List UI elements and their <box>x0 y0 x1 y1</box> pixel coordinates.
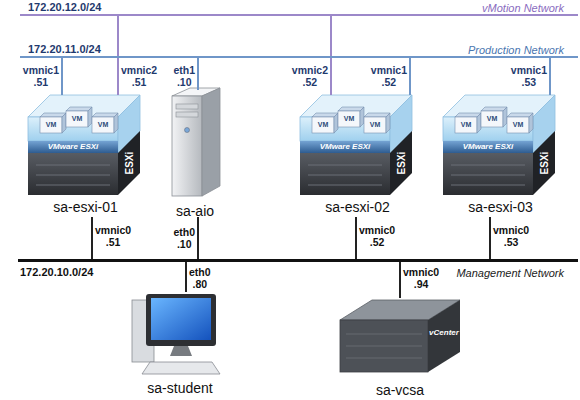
vcenter-server-art <box>346 334 422 335</box>
workstation-art <box>132 294 220 374</box>
nic-label: vmnic0 .53 <box>493 224 529 248</box>
vm-label: VM <box>455 120 477 130</box>
product-label: VMware ESXi <box>300 142 390 152</box>
workstation: sa-student <box>128 292 232 398</box>
server-tower: sa-aio <box>160 90 230 217</box>
vcenter-server-art <box>428 300 460 372</box>
host-name: sa-esxi-03 <box>443 199 558 215</box>
network-link <box>197 58 199 90</box>
network-name: Management Network <box>456 267 564 280</box>
nic-label: vmnic1 .52 <box>371 64 407 88</box>
workstation-art <box>146 294 216 346</box>
network-band: 172.20.12.0/24 vMotion Network <box>20 0 578 16</box>
nic-label: vmnic0 .94 <box>403 266 439 290</box>
network-band: 172.20.10.0/24 Management Network <box>18 259 578 281</box>
esxi-host: VM VM VM VMware ESXiESXi sa-esxi-01 <box>28 95 143 217</box>
product-label: ESXi <box>539 152 550 175</box>
vcenter-server-art <box>346 358 422 359</box>
host-name: sa-vcsa <box>335 382 465 398</box>
network-link <box>330 16 332 95</box>
nic-label: vmnic1 .51 <box>23 64 59 88</box>
nic-label: vmnic0 .52 <box>359 224 395 248</box>
network-link <box>549 58 551 95</box>
host-name: sa-student <box>128 380 232 396</box>
esxi-host-art <box>28 95 140 195</box>
product-label: vCenter <box>428 328 460 338</box>
network-link <box>409 58 411 95</box>
vcenter-server-art <box>346 346 422 347</box>
nic-label: vmnic2 .52 <box>292 64 328 88</box>
vcenter-server: vCenter sa-vcsa <box>335 298 465 398</box>
tower-server-art <box>185 128 190 133</box>
nic-label: eth0 .10 <box>173 226 195 250</box>
workstation-art <box>170 346 192 356</box>
subnet-label: 172.20.12.0/24 <box>28 1 101 14</box>
esxi-host-art <box>300 95 412 195</box>
tower-server-art <box>202 88 220 196</box>
vm-label: VM <box>66 114 88 124</box>
vm-label: VM <box>507 120 529 130</box>
network-link <box>197 217 199 259</box>
tower-server-art <box>176 104 198 109</box>
subnet-label: 172.20.11.0/24 <box>28 43 101 56</box>
nic-label: vmnic0 .51 <box>95 224 131 248</box>
nic-label: vmnic1 .53 <box>511 64 547 88</box>
vm-label: VM <box>40 120 62 130</box>
product-label: ESXi <box>396 152 407 175</box>
network-link <box>399 259 401 298</box>
product-label: ESXi <box>124 152 135 175</box>
network-link <box>91 217 93 259</box>
nic-label: eth0 .80 <box>189 266 211 290</box>
network-link <box>61 58 63 95</box>
host-name: sa-esxi-01 <box>28 199 143 215</box>
vm-label: VM <box>312 120 334 130</box>
workstation-art <box>142 362 220 374</box>
vm-label: VM <box>338 114 360 124</box>
network-link <box>489 217 491 259</box>
network-name: vMotion Network <box>482 2 564 15</box>
tower-server-art <box>172 88 220 196</box>
esxi-host-art <box>443 95 555 195</box>
subnet-label: 172.20.10.0/24 <box>20 266 93 279</box>
vcenter-server-art <box>340 320 428 372</box>
network-name: Production Network <box>468 44 564 57</box>
vm-label: VM <box>92 120 114 130</box>
tower-server-art <box>176 112 198 117</box>
vcenter-server-art <box>340 300 460 372</box>
product-label: VMware ESXi <box>28 142 118 152</box>
product-label: VMware ESXi <box>443 142 533 152</box>
vm-label: VM <box>481 114 503 124</box>
esxi-host: VM VM VM VMware ESXiESXi sa-esxi-02 <box>300 95 415 217</box>
host-name: sa-esxi-02 <box>300 199 415 215</box>
network-link <box>117 16 119 95</box>
network-band: 172.20.11.0/24 Production Network <box>20 42 578 58</box>
network-link <box>355 217 357 259</box>
workstation-art <box>151 298 211 340</box>
vm-label: VM <box>364 120 386 130</box>
esxi-host: VM VM VM VMware ESXiESXi sa-esxi-03 <box>443 95 558 217</box>
nic-label: eth1 .10 <box>173 64 195 88</box>
nic-label: vmnic2 .51 <box>121 64 157 88</box>
tower-server-art <box>172 96 202 196</box>
network-link <box>185 259 187 292</box>
host-name: sa-aio <box>160 203 230 219</box>
